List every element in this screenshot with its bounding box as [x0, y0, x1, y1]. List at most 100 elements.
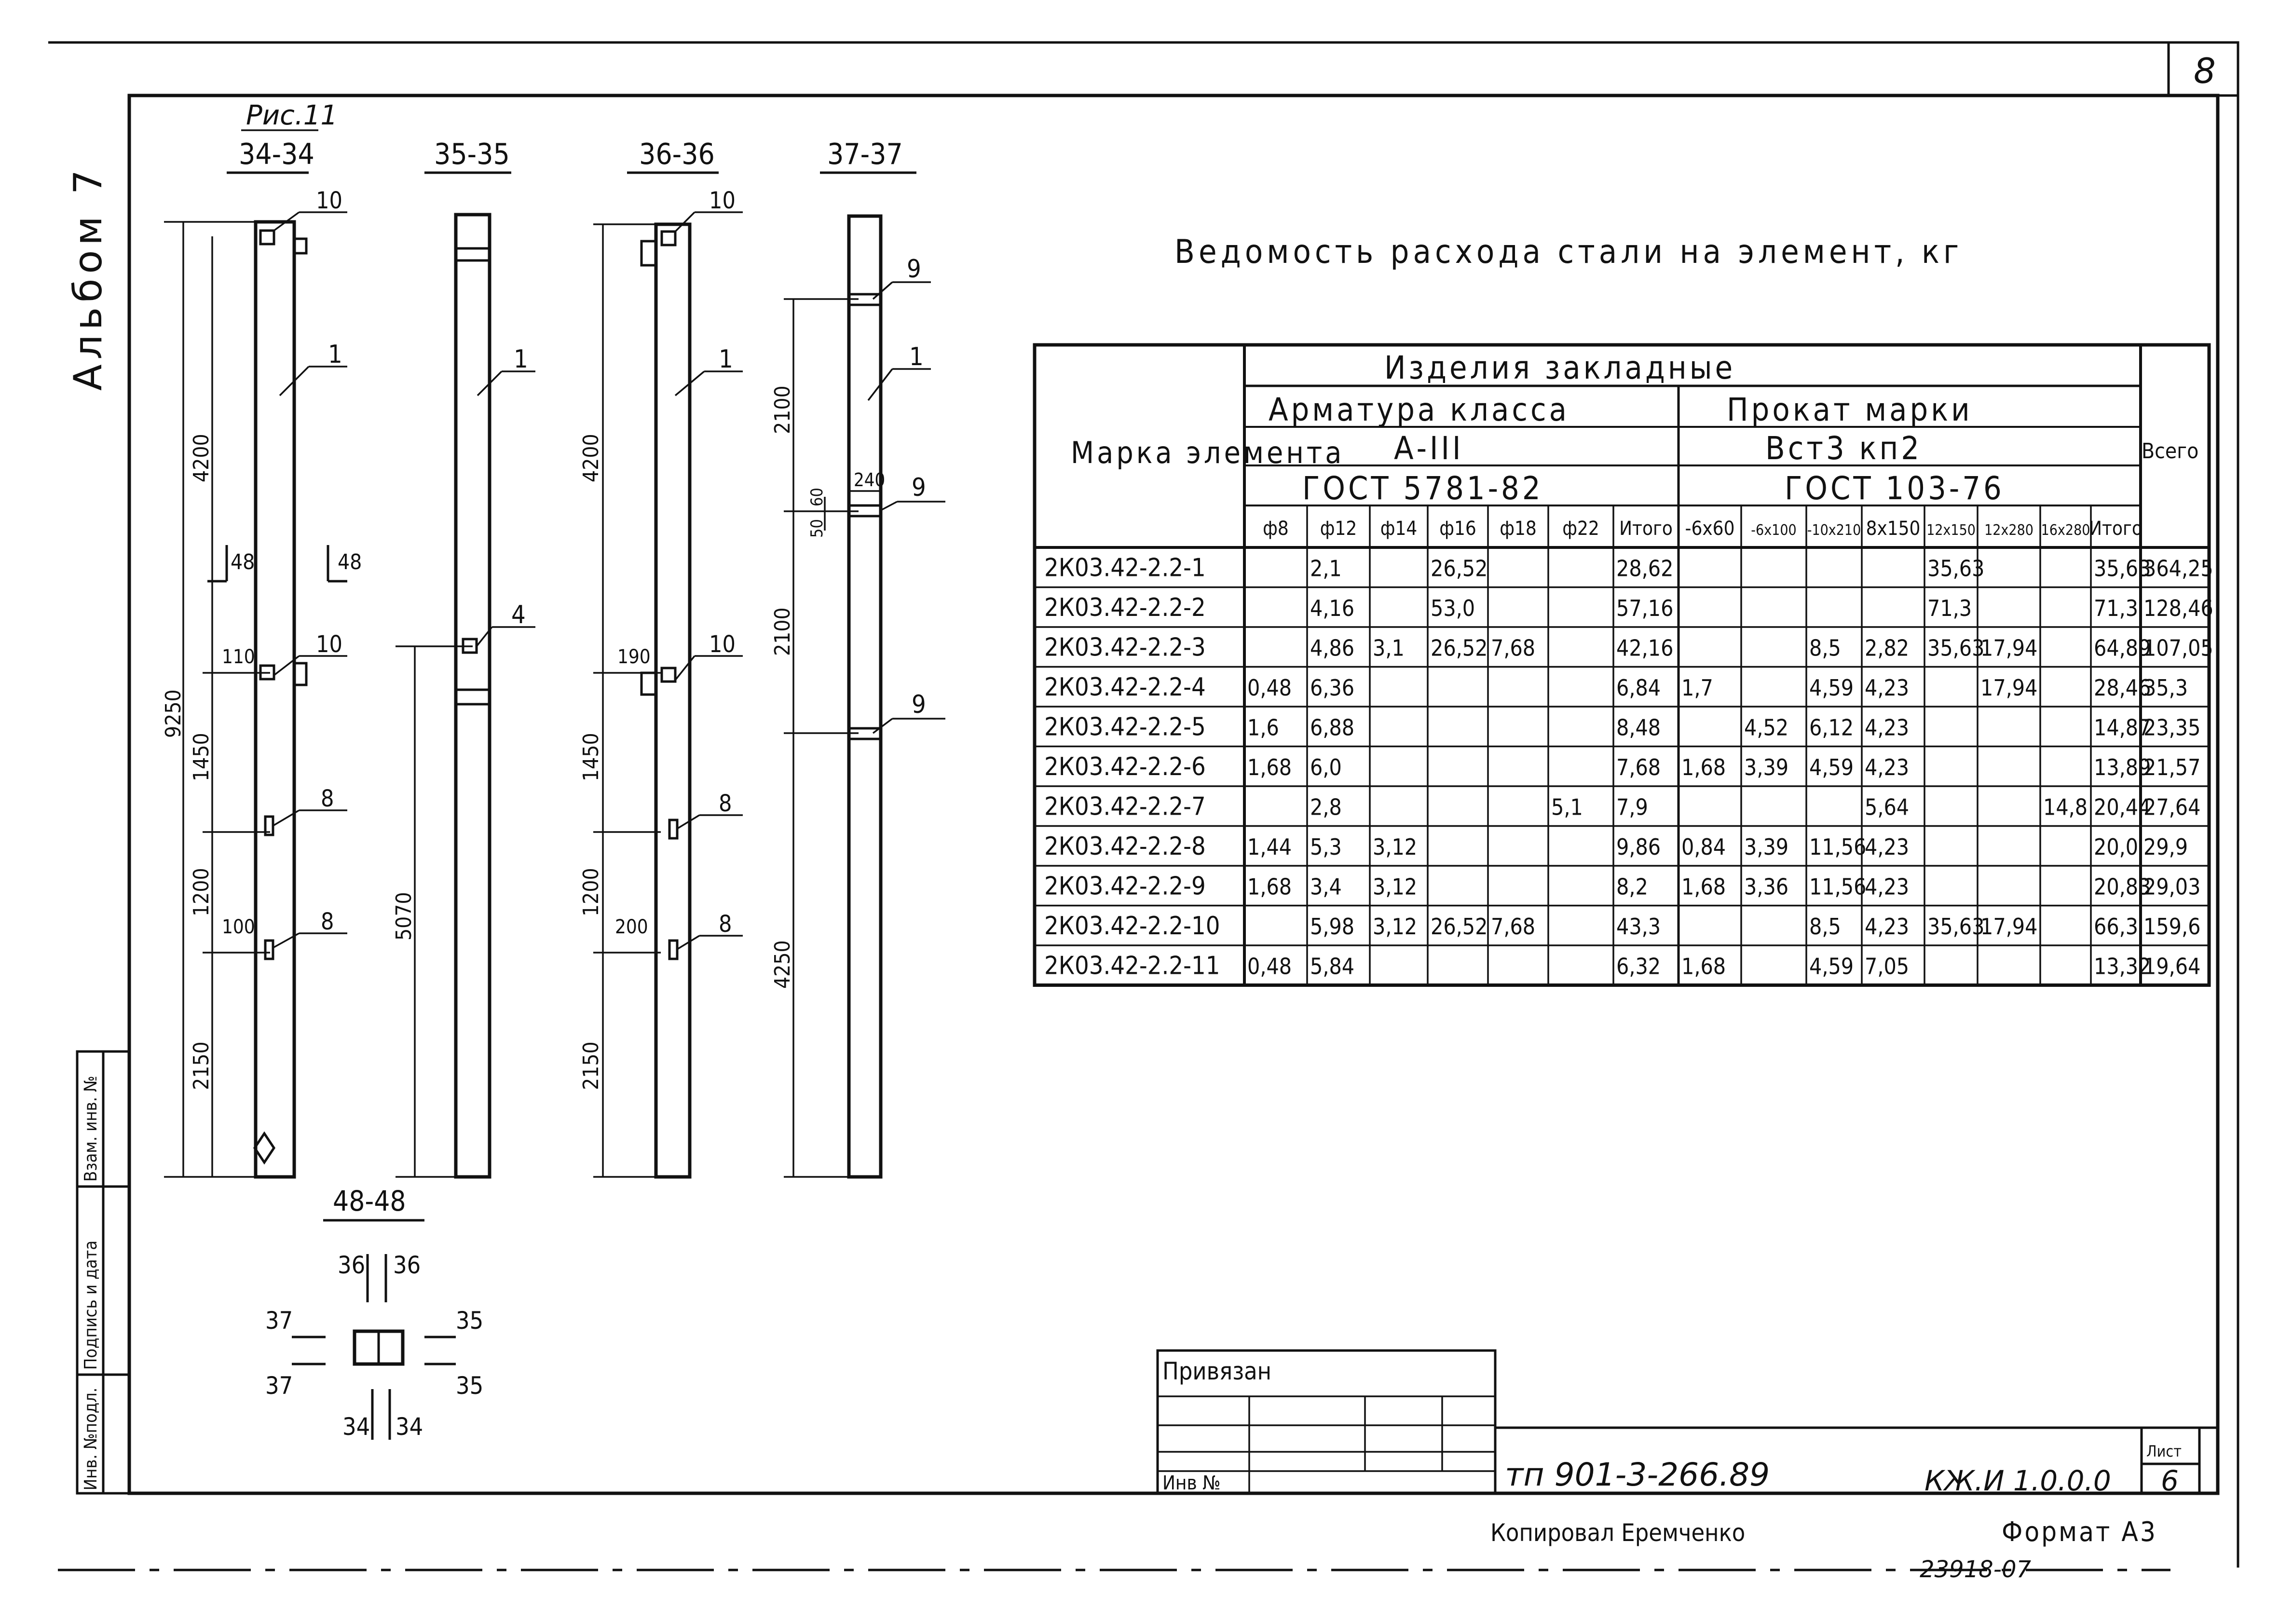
row-cell: 11,56: [1809, 834, 1866, 860]
row-total: 107,05: [2143, 635, 2213, 661]
row-cell: 6,84: [1616, 675, 1661, 701]
plan-mark-37-bottom: 37: [265, 1372, 293, 1400]
plan-mark-34-right: 34: [396, 1413, 423, 1441]
row-cell: 5,64: [1865, 794, 1909, 820]
row-cell: 3,39: [1744, 834, 1788, 860]
section-code: КЖ.И 1.0.0.0: [1924, 1464, 2111, 1497]
cut-48-left: 48: [231, 550, 255, 574]
dim-4250: 4250: [770, 940, 795, 989]
row-mark: 2К03.42-2.2-11: [1044, 951, 1220, 980]
column-header: ф16: [1439, 518, 1476, 540]
pos-10-d: 10: [709, 631, 736, 658]
row-cell: 20,44: [2094, 794, 2151, 820]
row-cell: 7,68: [1491, 914, 1535, 940]
row-cell: 8,48: [1616, 714, 1661, 740]
row-cell: 6,0: [1310, 754, 1342, 780]
section-37-37: 37-37 2100 2100 4250 60 50 240 9 1 9 9: [770, 137, 945, 1179]
row-mark: 2К03.42-2.2-1: [1044, 553, 1206, 582]
header-profile-gost: ГОСТ 103-76: [1785, 470, 2005, 507]
row-cell: 26,52: [1431, 555, 1487, 581]
cut-48-right: 48: [338, 550, 362, 574]
header-mark: Марка элемента: [1071, 435, 1344, 470]
column-header: Итого: [1619, 518, 1673, 540]
row-cell: 1,68: [1681, 873, 1726, 900]
format-label: Формат А3: [2002, 1516, 2157, 1548]
dim-100: 100: [222, 916, 255, 938]
row-cell: 6,36: [1310, 675, 1354, 701]
row-cell: 2,1: [1310, 555, 1342, 581]
header-rebar-gost: ГОСТ 5781-82: [1302, 470, 1543, 507]
row-cell: 42,16: [1616, 635, 1673, 661]
row-cell: 3,12: [1373, 914, 1417, 940]
dim-190: 190: [617, 646, 651, 668]
column-header: ф12: [1320, 518, 1357, 540]
side-stamp-inv-orig: Инв. №подл.: [81, 1388, 101, 1490]
sheet-corner-number: 8: [2194, 51, 2216, 91]
row-cell: 1,68: [1681, 754, 1726, 780]
row-mark: 2К03.42-2.2-4: [1044, 673, 1206, 702]
plan-mark-35-bottom: 35: [456, 1372, 483, 1400]
column-header: Итого: [2089, 518, 2143, 540]
pos-1-a: 1: [328, 340, 342, 369]
row-cell: 4,23: [1865, 754, 1909, 780]
row-mark: 2К03.42-2.2-5: [1044, 712, 1206, 741]
dim-4200-b: 4200: [579, 434, 603, 482]
row-total: 364,25: [2143, 555, 2213, 581]
row-cell: 3,1: [1373, 635, 1405, 661]
column-header: ф18: [1500, 518, 1537, 540]
pos-4: 4: [511, 600, 526, 629]
section-36-36: 36-36 4200 1450 1200 2150 190 200 10 1 1…: [579, 137, 743, 1179]
row-cell: 4,23: [1865, 675, 1909, 701]
corner-box: [2167, 41, 2239, 97]
row-cell: 4,59: [1809, 754, 1854, 780]
dim-60: 60: [807, 488, 827, 506]
pos-8-d: 8: [719, 911, 732, 938]
row-cell: 5,1: [1551, 794, 1583, 820]
row-cell: 7,05: [1865, 953, 1909, 979]
row-cell: 35,63: [1927, 555, 1984, 581]
column-header: ф8: [1263, 518, 1289, 540]
row-cell: 0,48: [1247, 675, 1292, 701]
row-cell: 66,3: [2094, 914, 2138, 940]
steel-table: Изделия закладные Арматура класса А-III …: [1033, 343, 2213, 987]
doc-code: тп 901-3-266.89: [1505, 1456, 1770, 1493]
row-cell: 5,84: [1310, 953, 1354, 979]
row-cell: 3,12: [1373, 873, 1417, 900]
row-cell: 4,23: [1865, 914, 1909, 940]
row-cell: 3,12: [1373, 834, 1417, 860]
section-title-37: 37-37: [827, 137, 903, 171]
dim-2150-a: 2150: [189, 1041, 214, 1090]
row-cell: 57,16: [1616, 595, 1673, 621]
column-header: -10x210: [1807, 522, 1861, 539]
side-stamp-sign-date: Подпись и дата: [81, 1241, 101, 1370]
row-cell: 9,86: [1616, 834, 1661, 860]
row-total: 159,6: [2143, 914, 2200, 940]
dim-4200-a: 4200: [189, 434, 214, 482]
row-cell: 35,63: [1927, 635, 1984, 661]
row-mark: 2К03.42-2.2-3: [1044, 633, 1206, 662]
dim-1200-a: 1200: [189, 868, 214, 916]
pos-9-c: 9: [912, 690, 926, 719]
plan-mark-36-right: 36: [393, 1251, 421, 1279]
dim-2150-b: 2150: [579, 1041, 603, 1090]
row-cell: 8,2: [1616, 873, 1648, 900]
row-mark: 2К03.42-2.2-2: [1044, 593, 1206, 622]
column-header: -6x60: [1685, 518, 1735, 540]
section-title-34: 34-34: [239, 137, 314, 171]
row-cell: 0,84: [1681, 834, 1726, 860]
row-cell: 7,9: [1616, 794, 1648, 820]
row-cell: 5,98: [1310, 914, 1354, 940]
row-cell: 20,83: [2094, 873, 2151, 900]
row-cell: 71,3: [1927, 595, 1972, 621]
row-cell: 2,82: [1865, 635, 1909, 661]
dim-2100-b: 2100: [770, 607, 795, 656]
pos-8-c: 8: [719, 790, 732, 817]
row-cell: 4,23: [1865, 834, 1909, 860]
row-cell: 2,8: [1310, 794, 1342, 820]
plan-mark-34-left: 34: [342, 1413, 370, 1441]
